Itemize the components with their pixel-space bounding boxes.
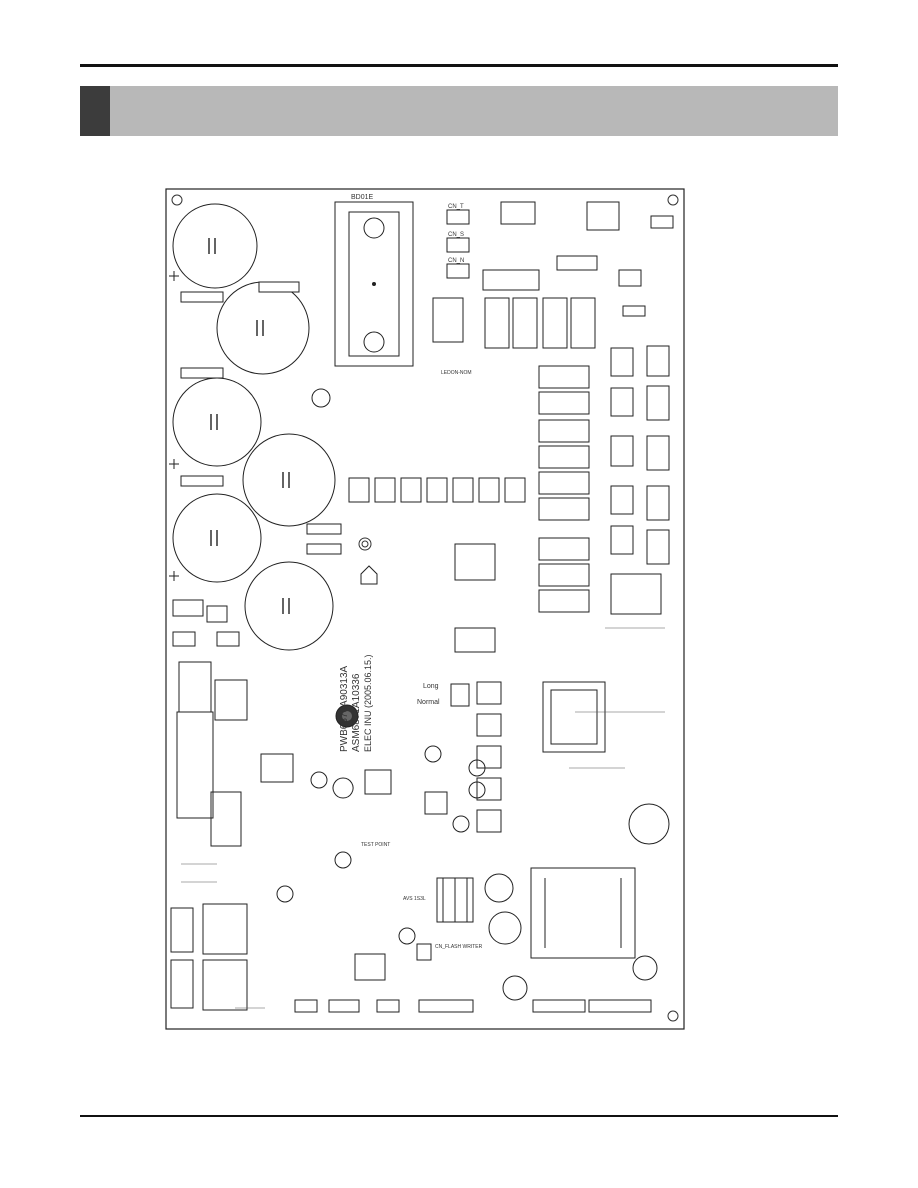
test-point-label: TEST POINT — [361, 842, 390, 848]
section-title-tab — [80, 86, 110, 136]
regulator-heatsink — [436, 877, 474, 923]
led-label: LEDON-NOM — [441, 370, 472, 376]
power-resistors — [180, 281, 342, 555]
micro-controller — [542, 681, 606, 753]
left-lower-connectors — [170, 599, 248, 1011]
bottom-rule — [80, 1115, 838, 1117]
driver-transistor-row — [348, 477, 526, 503]
switch-normal-label: Normal — [417, 699, 440, 706]
pcb-layout-diagram: BD01E CN_T CN_S CN_N — [165, 188, 685, 1030]
section-title-bar — [80, 86, 838, 136]
heatsink-label: BD01E — [351, 194, 374, 201]
terminal-t: CN_T — [448, 204, 464, 210]
board-outline — [165, 188, 685, 1030]
smps-transformer — [530, 867, 636, 959]
bridge-diode-heatsink — [334, 201, 414, 367]
right-relays — [538, 365, 590, 613]
pcb-assembly-number: ASM6871A10336 — [351, 673, 362, 752]
center-column-parts — [260, 543, 502, 981]
terminal-n: CN_N — [448, 258, 464, 264]
bottom-edge-connectors — [294, 999, 652, 1013]
fan-relay-block — [432, 255, 598, 349]
mounting-holes — [171, 194, 679, 1022]
top-rule — [80, 64, 838, 67]
pcb-version: PWB6870A90313A — [339, 665, 350, 752]
top-right-components — [500, 201, 674, 317]
buzzer — [332, 777, 354, 799]
crystal-center — [342, 711, 352, 721]
terminal-s: CN_S — [448, 232, 464, 238]
switch-long-label: Long — [423, 683, 439, 690]
mode-switch — [450, 683, 470, 707]
mains-terminals — [446, 209, 470, 279]
component-leaders — [181, 627, 665, 1009]
cap-polarity-marks — [169, 271, 179, 581]
right-edge-connectors — [610, 345, 670, 615]
avs-label: AVS 1S3L — [403, 896, 426, 902]
flash-writer-label: CN_FLASH WRITER — [435, 944, 483, 950]
direction-arrows — [360, 565, 378, 585]
pcb-date: ELEC INU (2005.06.15.) — [363, 654, 373, 752]
